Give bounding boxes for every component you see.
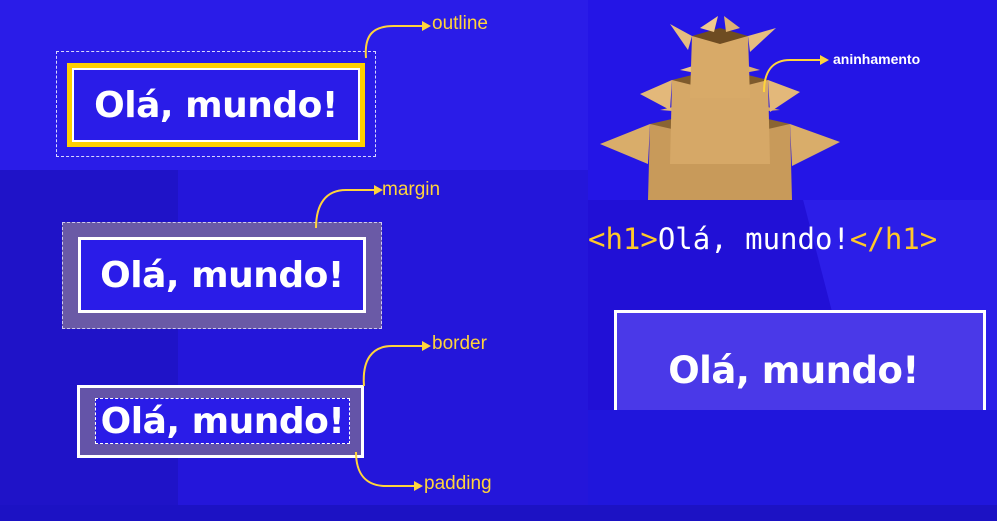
nested-cardboard-boxes-illustration — [600, 16, 840, 200]
rendered-h1-box — [614, 310, 986, 410]
margin-label: margin — [382, 179, 441, 200]
margin-heading: Olá, mundo! — [100, 254, 344, 296]
rendered-h1-heading: Olá, mundo! — [668, 348, 919, 392]
nesting-label: aninhamento — [833, 51, 921, 67]
outline-label: outline — [432, 13, 488, 34]
close-tag: </h1> — [849, 222, 938, 256]
outline-inner-border — [72, 68, 360, 142]
open-tag: <h1> — [588, 222, 658, 256]
padding-heading: Olá, mundo! — [100, 400, 345, 442]
background-bottom-strip — [0, 505, 997, 521]
border-curved-arrow-icon — [362, 341, 431, 387]
padding-label: padding — [424, 473, 492, 494]
outline-curved-arrow-icon — [364, 21, 431, 59]
margin-curved-arrow-icon — [315, 185, 383, 229]
content-area — [95, 398, 350, 444]
background-right-bottom — [588, 410, 997, 521]
h1-code-line: <h1>Olá, mundo!</h1> — [588, 222, 997, 258]
padding-curved-arrow-icon — [355, 451, 423, 491]
outline-dashed-area — [56, 51, 376, 157]
code-text: Olá, mundo! — [657, 222, 850, 256]
margin-example-box — [78, 237, 366, 313]
outline-heading: Olá, mundo! — [94, 84, 338, 126]
border-label: border — [432, 333, 487, 354]
outline-example-box — [67, 63, 365, 147]
nesting-curved-arrow-icon — [763, 55, 829, 93]
